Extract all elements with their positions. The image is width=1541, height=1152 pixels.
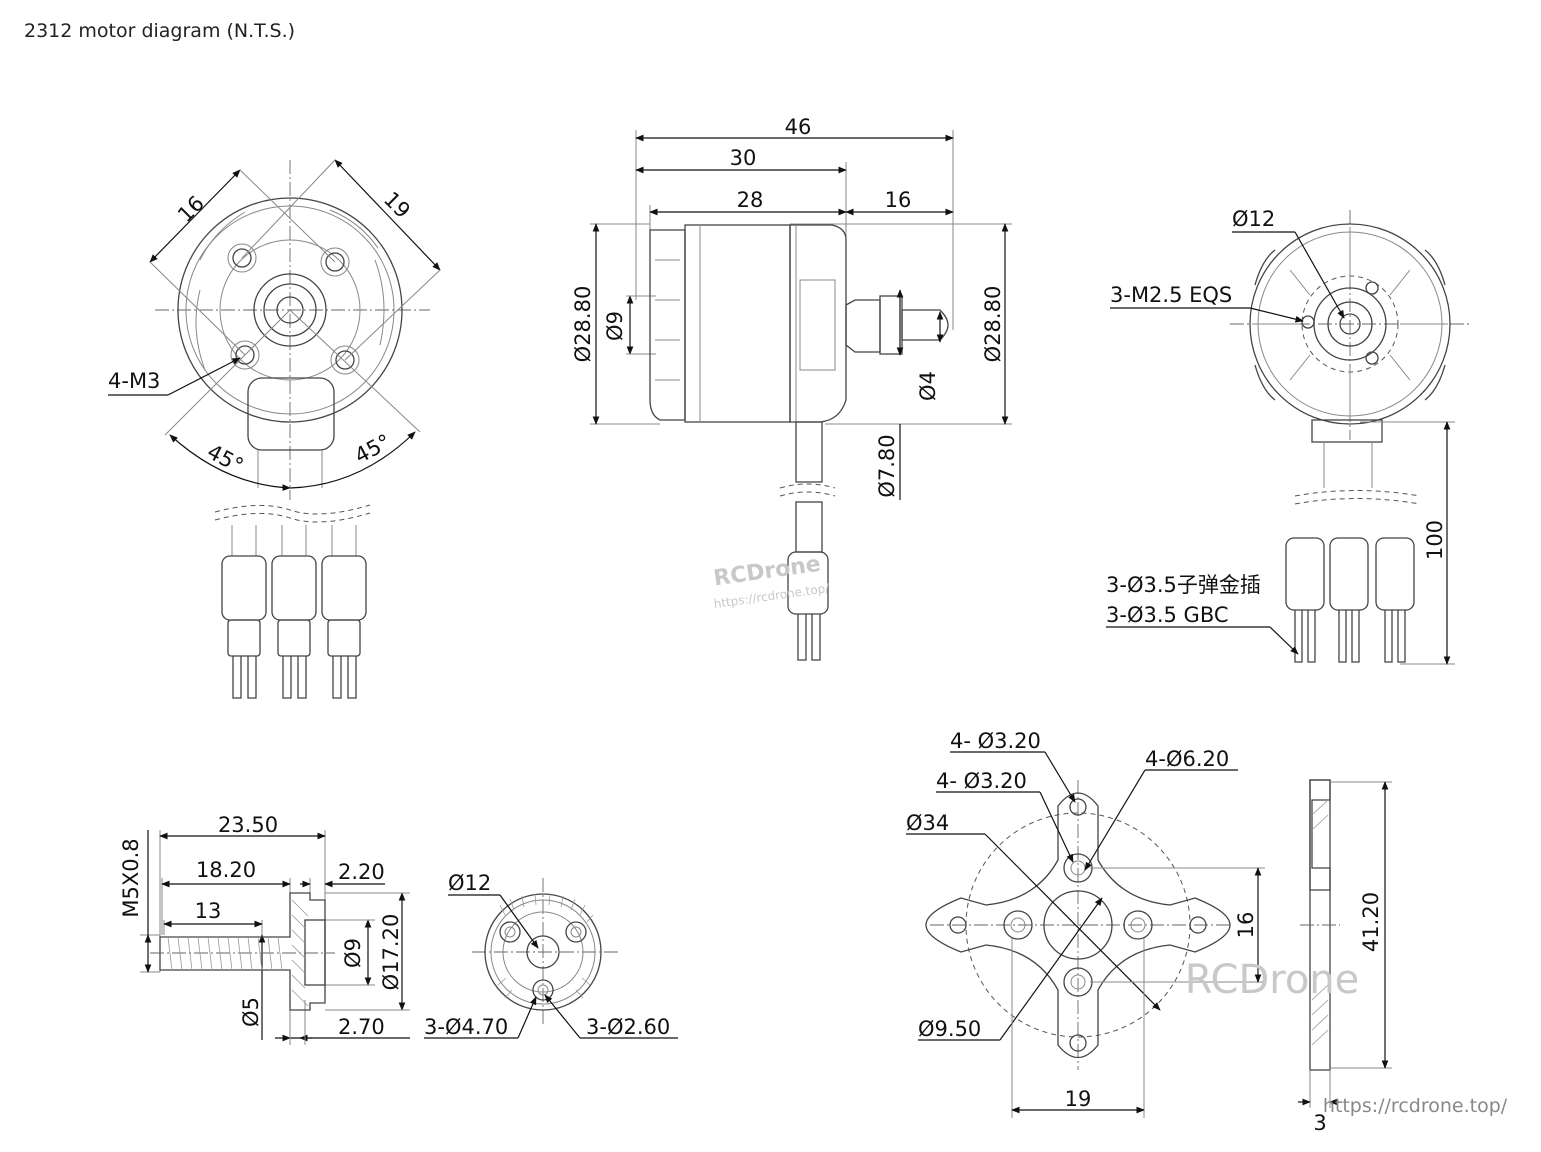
angle-left: 45° bbox=[203, 439, 247, 478]
x-hole bbox=[949, 916, 967, 934]
adapter-thread-length: 13 bbox=[195, 899, 222, 923]
adapter-hole bbox=[565, 921, 587, 943]
dim-side-dia-left: Ø28.80 bbox=[571, 286, 595, 363]
x-mount-side: 41.20 3 bbox=[1298, 779, 1392, 1135]
adapter-inner-dia: Ø9 bbox=[341, 938, 365, 968]
dim-side-46: 46 bbox=[785, 115, 812, 139]
x-mount-top: 4- Ø3.20 4- Ø3.20 4-Ø6.20 Ø34 Ø9.50 16 1… bbox=[906, 729, 1265, 1118]
adapter-bore: Ø5 bbox=[239, 997, 263, 1027]
dim-side-28: 28 bbox=[737, 188, 764, 212]
x-spacing-v: 16 bbox=[1234, 912, 1258, 939]
adapter-hole bbox=[532, 979, 554, 1001]
lead-wire bbox=[271, 525, 317, 699]
adapter-length-18: 18.20 bbox=[196, 858, 256, 882]
screw-hole bbox=[1301, 315, 1315, 329]
dim-side-dia-right: Ø28.80 bbox=[981, 286, 1005, 363]
dim-side-collar: Ø7.80 bbox=[875, 434, 899, 497]
angle-right: 45° bbox=[351, 429, 395, 468]
screw-hole bbox=[1365, 351, 1379, 365]
screw-hole bbox=[1365, 281, 1379, 295]
front-view: 16 19 4-M3 45° 45° bbox=[108, 159, 441, 699]
adapter-total-length: 23.50 bbox=[218, 813, 278, 837]
mount-hole bbox=[330, 345, 360, 375]
x-hole bbox=[1069, 798, 1087, 816]
mount-hole bbox=[230, 340, 260, 370]
x-hole bbox=[1123, 910, 1153, 940]
x-hole bbox=[1189, 916, 1207, 934]
connector-label-cn: 3-Ø3.5子弹金插 bbox=[1106, 573, 1261, 597]
x-side-thickness: 3 bbox=[1313, 1111, 1326, 1135]
dim-side-base: Ø9 bbox=[603, 311, 627, 341]
dim-front-19: 19 bbox=[379, 187, 415, 223]
adapter-thread-spec: M5X0.8 bbox=[119, 838, 143, 917]
back-center-diameter: Ø12 bbox=[1232, 207, 1275, 231]
connector-label-en: 3-Ø3.5 GBC bbox=[1106, 603, 1229, 627]
back-lead-length: 100 bbox=[1423, 520, 1447, 560]
lead-wire bbox=[1375, 537, 1415, 663]
prop-adapter-top: Ø12 3-Ø4.70 3-Ø2.60 bbox=[424, 871, 678, 1039]
lead-wire bbox=[1329, 537, 1369, 663]
x-hole-a: 4- Ø3.20 bbox=[950, 729, 1041, 753]
adapter-top-center: Ø12 bbox=[448, 871, 491, 895]
adapter-hole-small: 3-Ø2.60 bbox=[586, 1015, 670, 1039]
dim-front-16: 16 bbox=[173, 191, 209, 227]
x-hub-dia: Ø9.50 bbox=[918, 1017, 981, 1041]
lead-wire bbox=[221, 525, 267, 699]
adapter-flange: 2.20 bbox=[338, 860, 385, 884]
x-side-height: 41.20 bbox=[1359, 892, 1383, 952]
side-view: 46 30 28 16 Ø28.80 Ø9 Ø28.80 Ø4 Ø7.80 bbox=[571, 115, 1012, 661]
lead-wire bbox=[321, 525, 367, 699]
page-title: 2312 motor diagram (N.T.S.) bbox=[24, 20, 296, 42]
x-hole-c: 4-Ø6.20 bbox=[1145, 747, 1229, 771]
watermark-url: https://rcdrone.top/ bbox=[1323, 1095, 1508, 1117]
x-hole bbox=[1069, 1034, 1087, 1052]
mount-label: 4-M3 bbox=[108, 369, 160, 393]
adapter-outer-dia: Ø17.20 bbox=[379, 914, 403, 991]
dim-side-shaft: Ø4 bbox=[916, 371, 940, 401]
dim-side-30: 30 bbox=[730, 146, 757, 170]
x-hole-b: 4- Ø3.20 bbox=[936, 769, 1027, 793]
x-hole bbox=[1003, 910, 1033, 940]
adapter-hole bbox=[499, 921, 521, 943]
back-view: Ø12 3-M2.5 EQS 100 3-Ø3.5子弹金插 3-Ø3.5 GBC bbox=[1106, 207, 1470, 665]
x-circle-dia: Ø34 bbox=[906, 811, 949, 835]
lead-wire bbox=[1285, 537, 1325, 663]
back-screw-label: 3-M2.5 EQS bbox=[1110, 283, 1232, 307]
prop-adapter-side: 23.50 18.20 13 M5X0.8 2.20 Ø9 Ø17.20 Ø5 … bbox=[119, 813, 410, 1045]
adapter-hole-large: 3-Ø4.70 bbox=[424, 1015, 508, 1039]
adapter-base: 2.70 bbox=[338, 1015, 385, 1039]
watermark-brand: RCDrone bbox=[1185, 957, 1360, 1003]
dim-side-16: 16 bbox=[885, 188, 912, 212]
x-spacing-h: 19 bbox=[1065, 1087, 1092, 1111]
